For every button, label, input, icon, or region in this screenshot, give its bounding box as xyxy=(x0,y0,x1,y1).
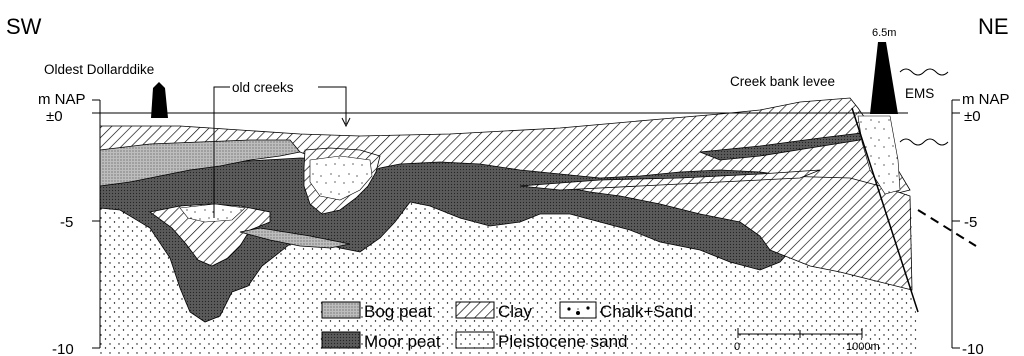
scale-bar-start: 0 xyxy=(734,341,740,353)
ems-dike-marker xyxy=(870,42,898,114)
legend-swatch-moor-peat xyxy=(322,332,360,348)
annotation-ems: EMS xyxy=(905,86,934,101)
right-tick-10: -10 xyxy=(962,341,984,356)
direction-sw: SW xyxy=(6,14,42,39)
left-tick-5: -5 xyxy=(60,214,73,231)
legend-label-moor-peat: Moor peat xyxy=(364,332,441,351)
direction-ne: NE xyxy=(978,14,1009,39)
left-axis xyxy=(92,100,100,348)
annotation-levee: Creek bank levee xyxy=(730,74,835,89)
legend-label-chalk: Chalk+Sand xyxy=(600,302,693,321)
right-axis-unit: m NAP xyxy=(962,91,1010,108)
ems-water-line xyxy=(900,139,948,145)
legend-swatch-chalk xyxy=(560,302,596,318)
legend-label-bog-peat: Bog peat xyxy=(364,302,432,321)
right-axis xyxy=(952,100,960,348)
oldest-dike-marker xyxy=(151,82,168,118)
legend-label-clay: Clay xyxy=(498,302,533,321)
legend-swatch-sand xyxy=(456,332,494,348)
annotation-oldest-dike: Oldest Dollarddike xyxy=(44,62,154,77)
left-axis-unit: m NAP xyxy=(38,91,86,108)
left-tick-0: ±0 xyxy=(46,108,63,125)
right-tick-0: ±0 xyxy=(964,108,981,125)
right-tick-5: -5 xyxy=(964,214,977,231)
ems-water-surface xyxy=(900,69,948,75)
scale-bar-end: 1000m xyxy=(846,341,880,353)
legend-label-sand: Pleistocene sand xyxy=(498,332,627,351)
legend-swatch-clay xyxy=(456,302,494,318)
annotation-height: 6.5m xyxy=(872,27,896,39)
left-tick-10: -10 xyxy=(52,341,74,356)
annotation-old-creeks: old creeks xyxy=(232,80,294,95)
legend-swatch-bog-peat xyxy=(322,302,360,318)
